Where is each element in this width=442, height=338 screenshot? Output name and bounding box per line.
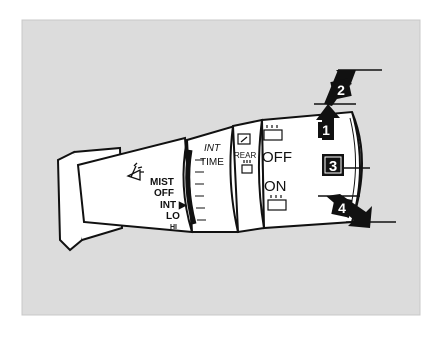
ring-label-int: INT <box>204 143 221 154</box>
rear-label-off: OFF <box>262 149 292 166</box>
wiper-label-mist: MIST <box>150 177 174 188</box>
wiper-label-int: INT ▶ <box>160 200 188 211</box>
ring-label-time: TIME <box>200 157 224 168</box>
callout-2: 2 <box>337 82 345 98</box>
rear-label-on: ON <box>264 178 287 195</box>
callout-1: 1 <box>322 122 330 138</box>
wiper-label-off: OFF <box>154 188 174 199</box>
wiper-label-hi: HI <box>170 224 177 231</box>
callout-3-badge: 3 <box>322 154 344 176</box>
wiper-label-lo: LO <box>166 211 180 222</box>
callout-3: 3 <box>329 158 337 175</box>
callout-4: 4 <box>338 200 346 216</box>
rear-label: REAR <box>234 151 256 160</box>
